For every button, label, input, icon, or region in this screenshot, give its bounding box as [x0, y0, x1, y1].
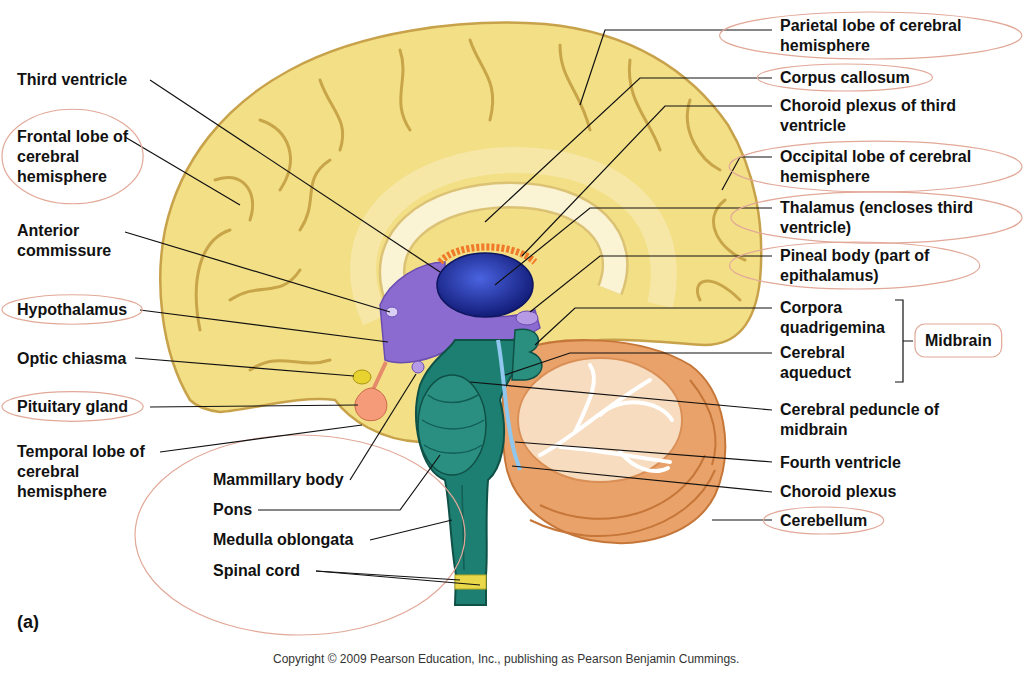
part-label: Spinal cord	[213, 561, 300, 581]
arbor-vitae	[620, 452, 668, 471]
gyrus	[215, 177, 253, 220]
mammillary-body	[412, 361, 424, 373]
medulla-fibre	[462, 485, 464, 570]
corpora-quadrigemina	[512, 329, 542, 380]
leader-line	[722, 157, 772, 190]
part-label: Cerebral peduncle of midbrain	[780, 400, 940, 440]
leader-line	[505, 353, 772, 375]
annotation-ring	[720, 12, 1022, 59]
pons	[418, 375, 486, 475]
leader-line	[370, 520, 452, 540]
part-label: Pituitary gland	[17, 397, 128, 417]
part-label: Choroid plexus	[780, 482, 896, 502]
gyrus	[400, 50, 410, 130]
pons-fibre	[424, 445, 482, 453]
gyrus	[196, 230, 230, 330]
part-label: Frontal lobe of cerebral hemisphere	[17, 127, 129, 187]
part-label: Mammillary body	[213, 470, 344, 490]
leader-line	[515, 442, 772, 462]
figure-letter: (a)	[17, 612, 39, 632]
annotation-box	[915, 324, 1002, 357]
annotation-ring	[730, 242, 980, 289]
leader-line	[350, 374, 416, 480]
spinal-cord-band	[455, 575, 486, 589]
leader-line	[150, 80, 440, 272]
part-label: Cerebral aqueduct	[780, 343, 890, 383]
part-label: Parietal lobe of cerebral hemisphere	[780, 16, 970, 56]
pons-fibre	[422, 420, 484, 429]
group-label: Midbrain	[925, 331, 992, 351]
gyrus	[320, 80, 343, 150]
gyrus	[260, 120, 290, 190]
optic-chiasma	[353, 370, 371, 384]
leader-line	[150, 405, 358, 407]
arbor-vitae	[575, 365, 594, 432]
part-label: Thalamus (encloses third ventricle)	[780, 198, 980, 238]
annotation-ring	[763, 507, 883, 534]
part-label: Pons	[213, 500, 252, 520]
gyrus	[470, 40, 493, 120]
leader-line	[522, 106, 772, 256]
aqueduct	[498, 340, 520, 470]
part-label: Corpus callosum	[780, 68, 910, 88]
thalamus	[437, 253, 533, 317]
part-label: Temporal lobe of cerebral hemisphere	[17, 442, 167, 502]
anterior-commissure	[386, 307, 398, 317]
gyrus	[629, 60, 660, 150]
part-label: Choroid plexus of third ventricle	[780, 96, 1015, 136]
folium	[690, 380, 716, 465]
leader-line	[530, 256, 772, 312]
pons-fibre	[428, 395, 478, 403]
leader-line	[316, 571, 480, 585]
midbrain-bracket	[895, 300, 913, 382]
part-label: Cerebellum	[780, 511, 867, 531]
pituitary-gland	[355, 388, 387, 421]
annotation-ring	[2, 295, 142, 325]
part-label: Optic chiasma	[17, 349, 126, 369]
leader-line	[135, 358, 354, 376]
leader-line	[140, 310, 388, 342]
annotation-ring	[135, 435, 465, 635]
choroid-plexus-third	[440, 247, 535, 262]
part-label: Occipital lobe of cerebral hemisphere	[780, 147, 980, 187]
part-label: Third ventricle	[17, 70, 127, 90]
annotation-ring	[2, 392, 143, 422]
leader-line	[535, 308, 772, 345]
annotation-ring	[731, 192, 1022, 243]
leader-line	[125, 232, 390, 312]
gyrus	[697, 281, 740, 300]
annotation-ring	[729, 141, 1022, 192]
gyrus	[687, 100, 720, 170]
part-label: Corpora quadrigemina	[780, 298, 898, 338]
leader-line	[470, 382, 772, 410]
annotation-ring	[2, 109, 143, 203]
part-label: Hypothalamus	[17, 300, 127, 320]
arbor-vitae-field	[518, 358, 682, 482]
pineal-body	[516, 311, 538, 325]
annotation-ring	[757, 64, 932, 91]
leader-line	[485, 78, 772, 222]
gyrus	[300, 160, 330, 230]
leader-line	[512, 466, 772, 492]
arbor-vitae	[600, 402, 672, 420]
arbor-vitae	[540, 380, 650, 455]
part-label: Pineal body (part of epithalamus)	[780, 246, 980, 286]
part-label: Fourth ventricle	[780, 453, 901, 473]
leader-line	[160, 425, 362, 452]
copyright-note: Copyright © 2009 Pearson Education, Inc.…	[273, 652, 739, 666]
leader-line	[495, 208, 772, 285]
part-label: Anterior commissure	[17, 221, 137, 261]
part-label: Medulla oblongata	[213, 530, 353, 550]
leader-line	[580, 30, 772, 105]
infundibulum	[372, 362, 386, 392]
